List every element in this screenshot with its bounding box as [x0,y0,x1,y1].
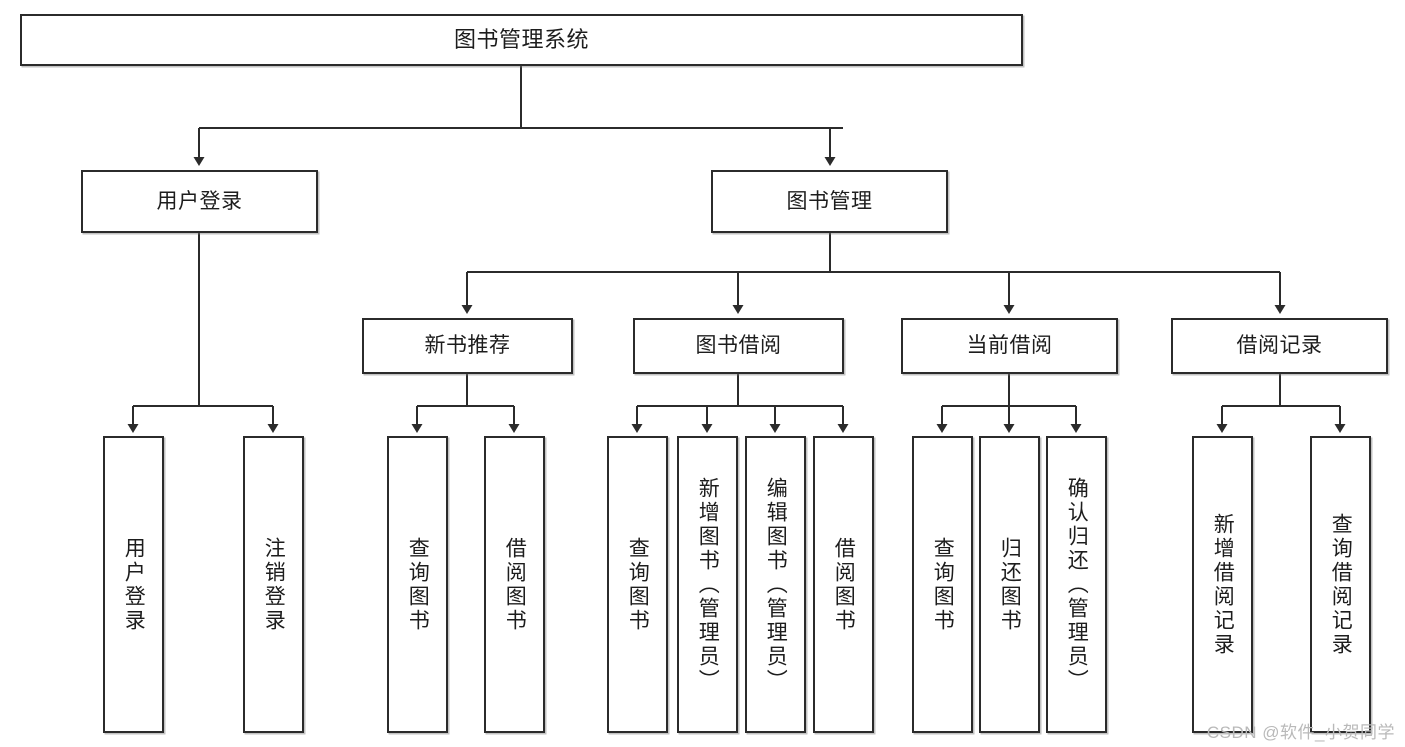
node-leaf-confirm-return-label: 确认归还（管理员） [1065,476,1089,693]
node-leaf-query-book-1[interactable]: 查询图书 [387,436,448,733]
node-leaf-add-book-label: 新增图书（管理员） [696,476,720,693]
node-leaf-logout-login-label: 注销登录 [262,536,286,633]
node-leaf-edit-book[interactable]: 编辑图书（管理员） [745,436,806,733]
node-leaf-add-book[interactable]: 新增图书（管理员） [677,436,738,733]
node-leaf-query-book-1-label: 查询图书 [406,536,430,633]
node-leaf-return-book-label: 归还图书 [998,536,1022,633]
node-leaf-return-book[interactable]: 归还图书 [979,436,1040,733]
node-leaf-confirm-return[interactable]: 确认归还（管理员） [1046,436,1107,733]
node-book-borrow-label: 图书借阅 [695,334,782,358]
node-leaf-add-record-label: 新增借阅记录 [1211,512,1235,657]
node-root[interactable]: 图书管理系统 [20,14,1023,66]
node-leaf-query-book-3[interactable]: 查询图书 [912,436,973,733]
node-leaf-user-login-label: 用户登录 [122,536,146,633]
node-new-book-recommend[interactable]: 新书推荐 [362,318,573,374]
node-leaf-query-record[interactable]: 查询借阅记录 [1310,436,1371,733]
node-leaf-query-book-3-label: 查询图书 [931,536,955,633]
node-new-book-recommend-label: 新书推荐 [424,334,511,358]
node-leaf-user-login[interactable]: 用户登录 [103,436,164,733]
node-leaf-borrow-book-1[interactable]: 借阅图书 [484,436,545,733]
node-leaf-add-record[interactable]: 新增借阅记录 [1192,436,1253,733]
node-user-login[interactable]: 用户登录 [81,170,318,233]
node-borrow-record-label: 借阅记录 [1236,334,1323,358]
node-leaf-query-book-2[interactable]: 查询图书 [607,436,668,733]
node-book-management[interactable]: 图书管理 [711,170,948,233]
node-current-borrow-label: 当前借阅 [966,334,1053,358]
node-current-borrow[interactable]: 当前借阅 [901,318,1118,374]
node-leaf-query-record-label: 查询借阅记录 [1329,512,1353,657]
node-user-login-label: 用户登录 [156,189,243,213]
csdn-watermark: CSDN @软件_小贺同学 [1206,723,1395,742]
node-book-management-label: 图书管理 [786,189,873,213]
node-leaf-borrow-book-2[interactable]: 借阅图书 [813,436,874,733]
node-leaf-logout-login[interactable]: 注销登录 [243,436,304,733]
node-root-label: 图书管理系统 [453,26,589,52]
node-book-borrow[interactable]: 图书借阅 [633,318,844,374]
node-leaf-query-book-2-label: 查询图书 [626,536,650,633]
node-leaf-borrow-book-1-label: 借阅图书 [503,536,527,633]
node-leaf-borrow-book-2-label: 借阅图书 [832,536,856,633]
node-borrow-record[interactable]: 借阅记录 [1171,318,1388,374]
node-leaf-edit-book-label: 编辑图书（管理员） [764,476,788,693]
